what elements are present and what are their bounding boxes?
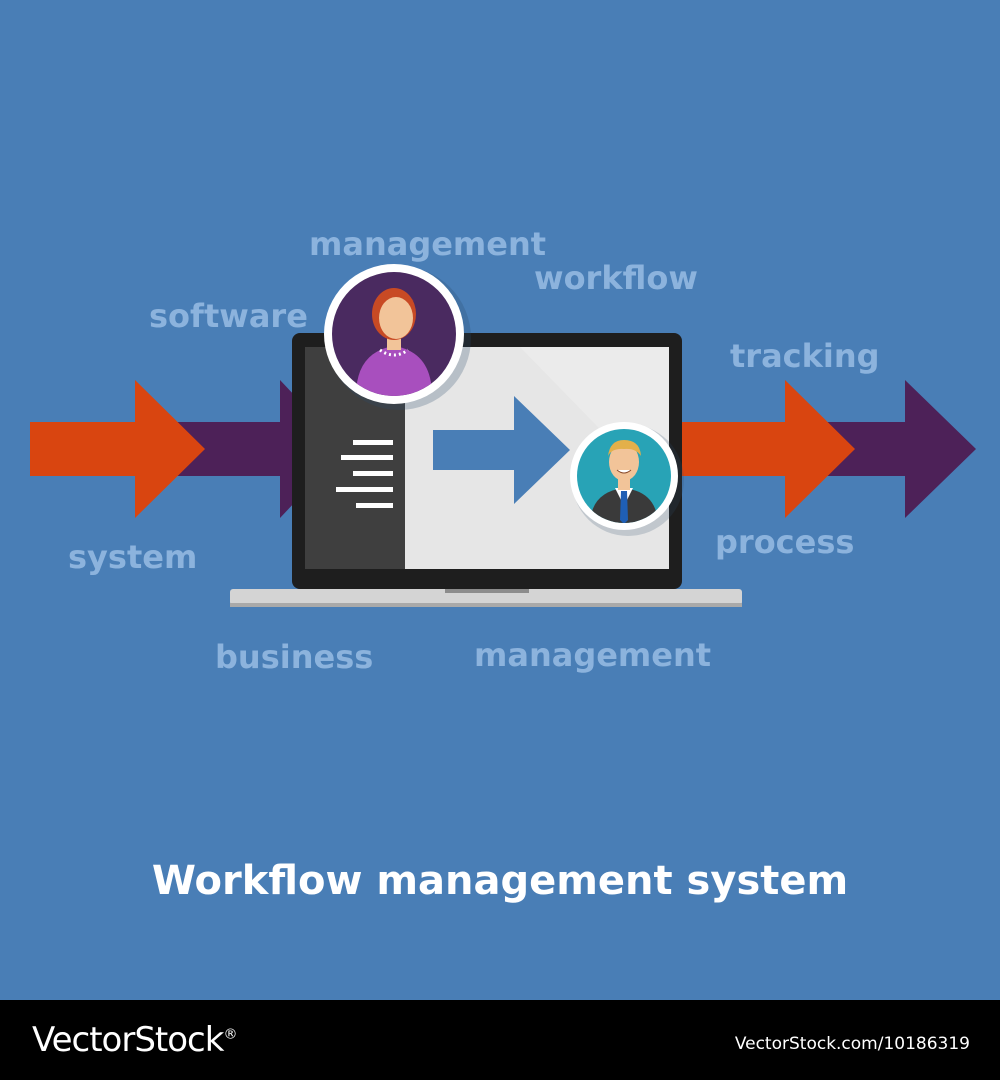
keyword-tracking: tracking <box>730 337 880 375</box>
keyword-business: business <box>215 638 374 676</box>
right-purple-arrow <box>815 380 976 518</box>
brand-name: VectorStock <box>32 1020 224 1060</box>
right-arrows <box>670 380 976 518</box>
forward-arrow-icon <box>433 396 570 504</box>
keyword-workflow: workflow <box>534 259 698 297</box>
right-orange-arrow <box>670 380 855 518</box>
registered-mark: ® <box>223 1026 237 1043</box>
keyword-management-top: management <box>309 225 547 263</box>
illustration: management workflow software tracking sy… <box>30 225 976 904</box>
workflow-illustration <box>30 264 976 607</box>
keyword-system: system <box>68 538 198 576</box>
keyword-process: process <box>715 523 855 561</box>
businessman-avatar-icon <box>570 422 684 536</box>
keyword-management-bottom: management <box>474 636 712 674</box>
stock-id: VectorStock.com/10186319 <box>734 1034 970 1054</box>
left-orange-arrow <box>30 380 205 518</box>
menu-lines-icon <box>336 440 393 508</box>
keyword-software: software <box>149 297 308 335</box>
page-title: Workflow management system <box>151 858 849 904</box>
brand-logo: VectorStock® <box>32 1020 237 1060</box>
woman-avatar-icon <box>324 264 471 410</box>
watermark-footer: VectorStock® VectorStock.com/10186319 <box>0 1000 1000 1080</box>
